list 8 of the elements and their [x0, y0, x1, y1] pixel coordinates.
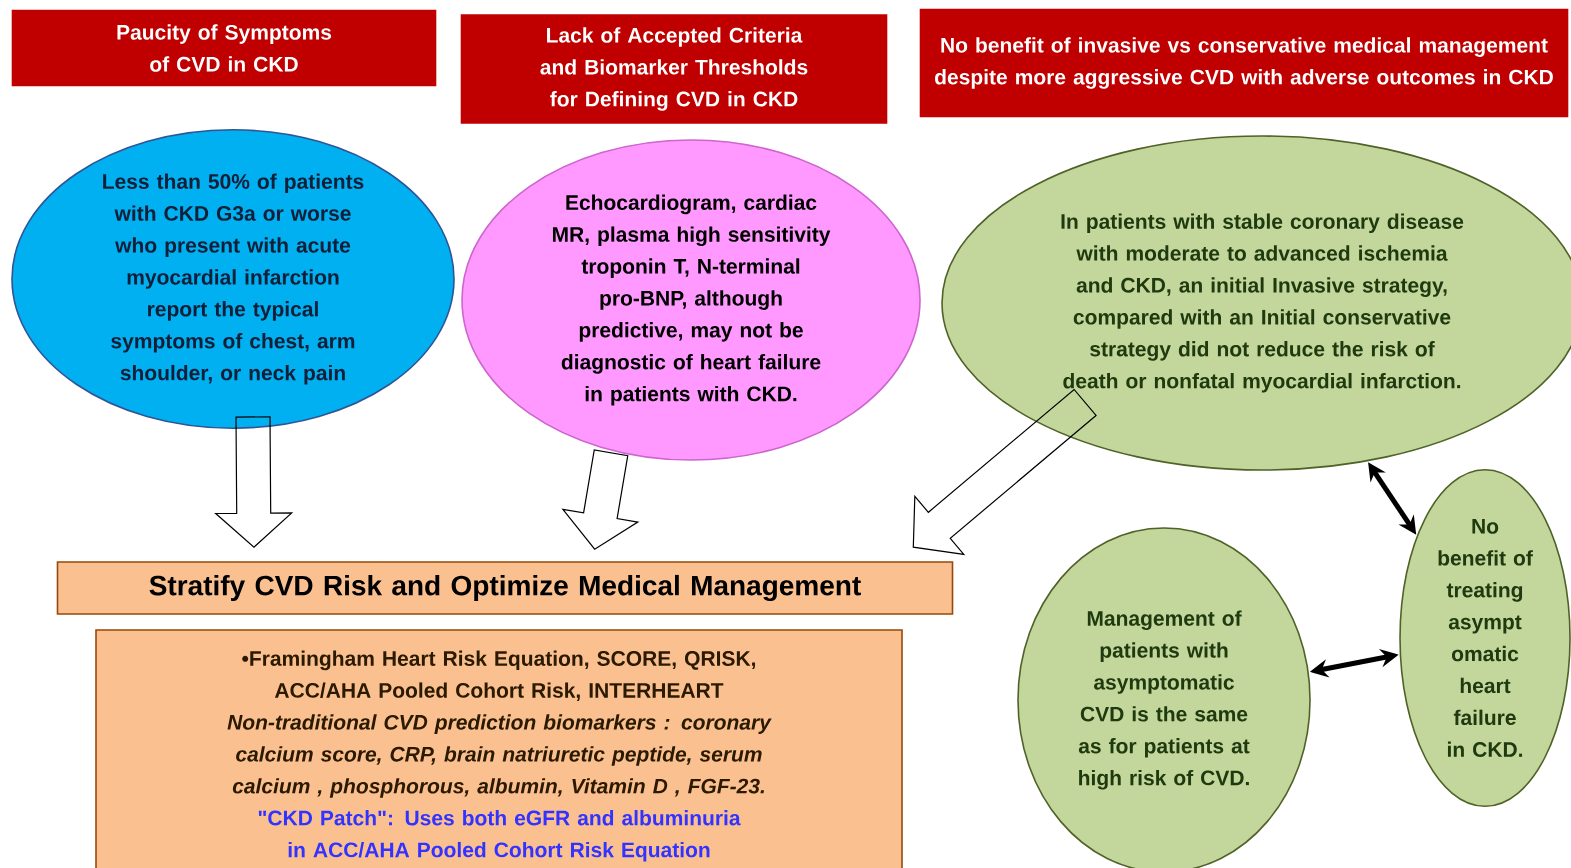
- block-arrow: [214, 416, 294, 548]
- title-box: Stratify CVD Risk and Optimize Medical Management: [56, 561, 954, 615]
- block-arrow: [912, 388, 1097, 556]
- heading-box: Lack of Accepted Criteria and Biomarker Thresholds for Defining CVD in CKD: [460, 14, 888, 124]
- list-box: •Framingham Heart Risk Equation, SCORE, QRISK, ACC/AHA Pooled Cohort Risk, INTERHEART Non-traditional CVD prediction biomarkers : coronary calcium score, CRP, brain natriuretic peptide, serum calcium , phosphorous, albumin, Vitamin D , FGF-23. "CKD Patch": Uses both eGFR and albuminuria in ACC/AHA Pooled Cohort Risk Equation: [95, 629, 903, 868]
- block-arrow: [561, 449, 640, 550]
- heading-box: No benefit of invasive vs conservative medical management despite more aggressive CVD with adverse outcomes in CKD: [919, 8, 1569, 118]
- heading-box: Paucity of Symptoms of CVD in CKD: [11, 9, 437, 87]
